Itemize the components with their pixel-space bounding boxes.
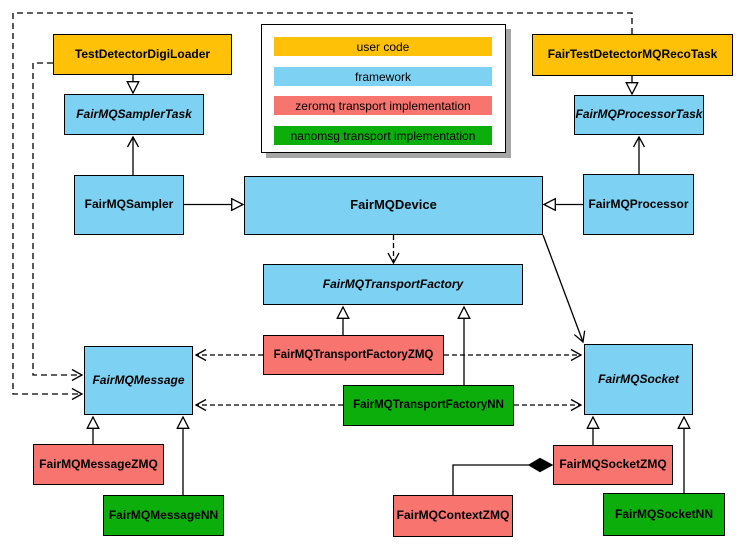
node-fairmqsocketzmq: FairMQSocketZMQ [553,445,673,485]
node-fairmqprocessor: FairMQProcessor [583,174,694,235]
legend-label: framework [354,69,411,84]
legend-item-framework: framework [274,67,492,86]
node-fairmqsamplertask: FairMQSamplerTask [64,94,204,135]
node-fairmqcontextzmq: FairMQContextZMQ [393,495,513,537]
node-fairmqtransportfactory: FairMQTransportFactory [263,264,523,305]
legend-item-user-code: user code [274,37,492,56]
legend: user code framework zeromq transport imp… [261,24,506,153]
node-fairmqtransportfactorynn: FairMQTransportFactoryNN [343,385,514,426]
edge-digiloader-message [32,62,84,382]
edge-recotask-message [12,12,633,401]
node-fairmqmessagezmq: FairMQMessageZMQ [33,444,164,485]
legend-label: user code [356,39,410,54]
legend-label: zeromq transport implementation [295,98,471,113]
node-fairmqsocketnn: FairMQSocketNN [603,493,725,536]
edge-device-socket [542,234,586,344]
node-testdetectordigiloader: TestDetectorDigiLoader [53,34,232,75]
composition-diamond-icon [527,457,554,473]
node-fairmqsocket: FairMQSocket [584,344,693,415]
node-fairmqmessage: FairMQMessage [84,346,193,415]
node-fairmqsampler: FairMQSampler [74,175,184,235]
edge-contextzmq-socketzmq [452,457,554,495]
legend-item-nanomsg: nanomsg transport implementation [274,126,492,145]
node-fairmqmessagenn: FairMQMessageNN [103,495,224,536]
node-fairmqprocessortask: FairMQProcessorTask [574,95,704,135]
node-fairmqdevice: FairMQDevice [244,176,543,235]
legend-item-zeromq: zeromq transport implementation [274,96,492,115]
legend-label: nanomsg transport implementation [290,128,476,143]
node-fairmqtransportfactoryzmq: FairMQTransportFactoryZMQ [263,335,444,375]
node-fairtestdetectormqrecotask: FairTestDetectorMQRecoTask [532,34,733,76]
